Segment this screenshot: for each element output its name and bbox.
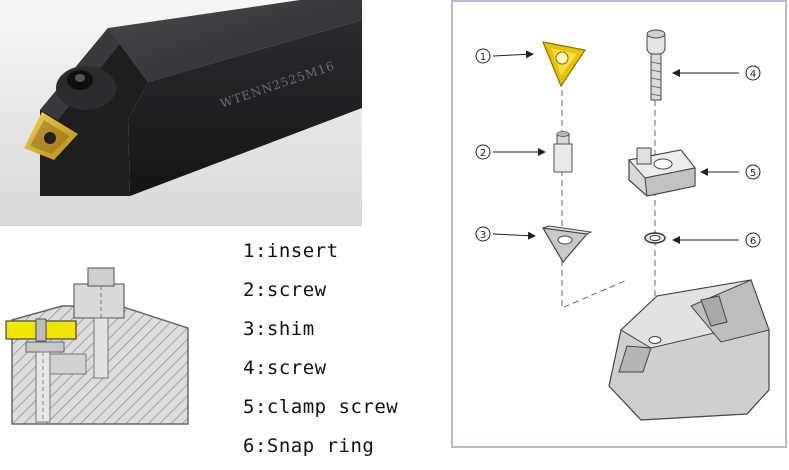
svg-text:2: 2 <box>480 148 486 159</box>
legend-item-6: 6:Snap ring <box>243 435 375 457</box>
insert-hole <box>44 132 56 144</box>
cross-section-illustration <box>5 267 189 425</box>
callout-6: 6 <box>672 232 761 248</box>
tool-holder-illustration: WTENN2525M16 <box>0 0 362 226</box>
part-screw-2 <box>553 131 573 173</box>
exploded-diagram: 1 2 3 4 5 6 <box>451 0 787 448</box>
exploded-assembly-view: 1 2 3 4 5 6 <box>451 0 789 457</box>
callout-4: 4 <box>672 65 761 81</box>
part-screw-4 <box>646 29 666 101</box>
callout-2: 2 <box>475 144 546 160</box>
tool-holder-photo: WTENN2525M16 <box>0 0 362 226</box>
svg-text:5: 5 <box>750 168 756 179</box>
shim-section <box>25 341 65 353</box>
insert-section-left <box>5 320 37 340</box>
part-shim <box>541 225 593 264</box>
svg-text:3: 3 <box>480 230 486 241</box>
svg-text:1: 1 <box>480 52 486 63</box>
insert-screw-section <box>35 318 47 342</box>
shank-side-face <box>128 20 362 196</box>
legend-item-3: 3:shim <box>243 318 315 340</box>
callout-3: 3 <box>475 226 536 242</box>
holder-head <box>40 28 148 196</box>
cross-section-view <box>0 266 210 428</box>
legend-item-2: 2:screw <box>243 279 327 301</box>
clamp-screw-section <box>87 267 115 287</box>
part-snap-ring <box>644 232 666 244</box>
clamp-screw-shank <box>93 317 109 379</box>
part-holder-block <box>608 279 770 421</box>
part-clamp <box>628 147 696 197</box>
parts-legend: 1:insert 2:screw 3:shim 4:screw 5:clamp … <box>243 236 443 470</box>
clamp-screw-socket <box>75 74 85 82</box>
callout-1: 1 <box>475 48 534 64</box>
callout-5: 5 <box>700 164 761 180</box>
insert-section-right <box>45 320 77 340</box>
svg-text:6: 6 <box>750 236 756 247</box>
legend-item-1: 1:insert <box>243 240 339 262</box>
legend-item-4: 4:screw <box>243 357 327 379</box>
svg-text:4: 4 <box>750 69 756 80</box>
legend-item-5: 5:clamp screw <box>243 396 399 418</box>
clamp-section <box>73 283 125 319</box>
shank-top-face <box>108 0 362 82</box>
part-insert <box>542 41 587 88</box>
